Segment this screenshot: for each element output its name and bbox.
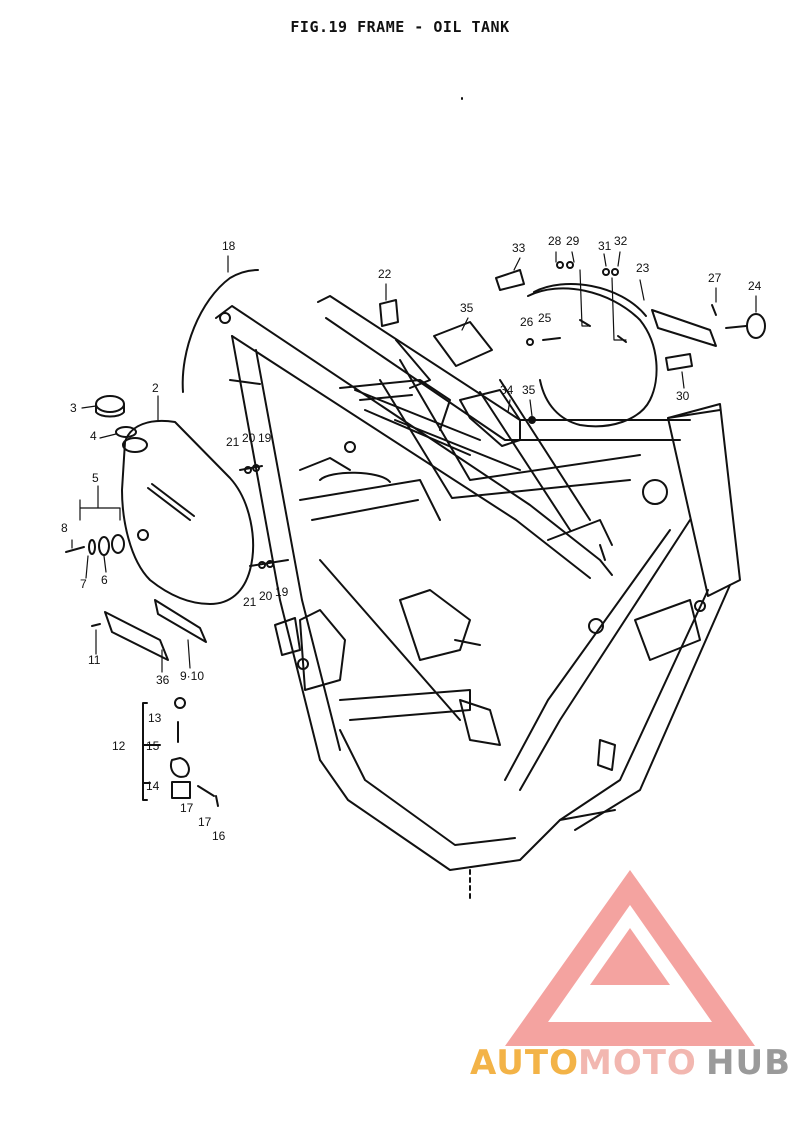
callout-14: 14 [146,779,160,793]
callout-20-lower: 20 [259,589,273,603]
callout-6: 6 [101,573,108,587]
breather-hose [181,269,259,393]
callout-17-left: 17 [180,801,194,815]
leader-lines [71,251,757,673]
callout-19-lower: 19 [275,585,289,599]
callout-24: 24 [748,279,762,293]
callout-3: 3 [70,401,77,415]
callout-19-upper: 19 [258,431,272,445]
seat-hinge-parts [379,299,536,447]
callout-29: 29 [566,234,580,248]
callout-12: 12 [112,739,126,753]
callout-4: 4 [90,429,97,443]
callout-31: 31 [598,239,612,253]
callout-18: 18 [222,239,236,253]
mount-bolts-upper [239,464,263,474]
callout-35-upper: 35 [460,301,474,315]
callout-2: 2 [152,381,159,395]
tool-bracket [91,599,207,661]
callout-26: 26 [520,315,534,329]
callout-33: 33 [512,241,526,255]
callout-35-lower: 35 [522,383,536,397]
callout-13: 13 [148,711,162,725]
callout-15: 15 [146,739,160,753]
callout-34: 34 [500,383,514,397]
callout-11: 11 [88,653,101,667]
callout-32: 32 [614,234,628,248]
motorcycle-frame [215,97,741,901]
figure-title: FIG.19 FRAME - OIL TANK [290,18,510,36]
tank-cap [95,395,137,438]
callout-16: 16 [212,829,226,843]
callout-9-10: 9·10 [180,669,204,683]
oil-tank [121,419,255,605]
callout-30: 30 [676,389,690,403]
mount-bolts-lower [249,559,289,569]
callout-23: 23 [636,261,650,275]
rear-fender [495,269,717,428]
callout-8: 8 [61,521,68,535]
watermark-hub: HUB [706,1043,791,1083]
drain-plug-assembly [65,534,125,556]
watermark-text: AUTO MOTO HUB [470,1043,791,1083]
callout-27: 27 [708,271,722,285]
callout-17-right: 17 [198,815,212,829]
watermark-auto: AUTO [470,1043,579,1083]
callout-7: 7 [80,577,87,591]
knob-and-pins [526,261,766,346]
callout-36: 36 [156,673,170,687]
callout-25: 25 [538,311,552,325]
switch-assembly [142,697,219,807]
watermark-moto: MOTO [578,1043,697,1083]
callout-21-lower: 21 [243,595,257,609]
watermark-logo [505,870,755,1046]
callout-labels: 18 2 3 4 5 8 7 6 21 20 19 21 20 19 11 36… [61,234,762,843]
callout-5: 5 [92,471,99,485]
callout-21-upper: 21 [226,435,240,449]
callout-22: 22 [378,267,392,281]
callout-20-upper: 20 [242,431,256,445]
callout-28: 28 [548,234,562,248]
